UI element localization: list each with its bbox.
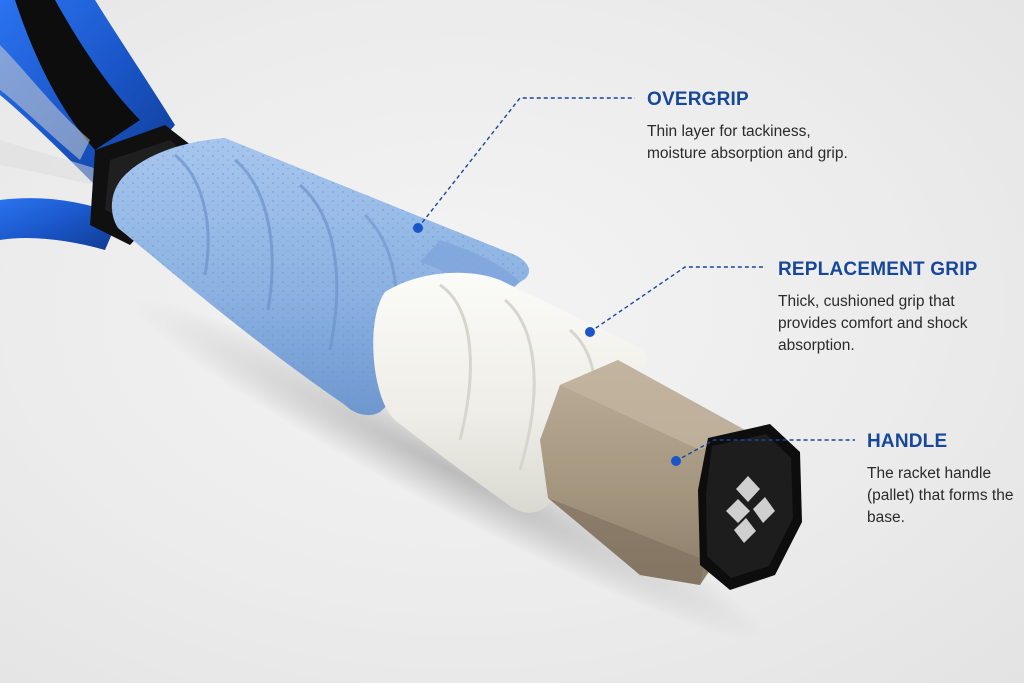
diamond-logo-icon (726, 476, 775, 543)
callout-title-overgrip: OVERGRIP (647, 89, 749, 110)
callout-handle: HANDLE The racket handle (pallet) that f… (867, 431, 1017, 529)
callout-description-replacement-grip: Thick, cushioned grip that provides comf… (778, 293, 968, 354)
callout-description-overgrip: Thin layer for tackiness, moisture absor… (647, 123, 848, 162)
leader-line-handle (671, 439, 855, 466)
leader-line-overgrip (413, 97, 635, 233)
callout-description-handle: The racket handle (pallet) that forms th… (867, 465, 1014, 526)
leader-line-replacement-grip (585, 266, 766, 337)
butt-cap (698, 424, 802, 590)
callout-title-replacement-grip: REPLACEMENT GRIP (778, 259, 978, 280)
callout-overgrip: OVERGRIP Thin layer for tackiness, moist… (647, 89, 867, 165)
callout-title-handle: HANDLE (867, 431, 948, 452)
ground-shadow (131, 297, 769, 643)
callout-replacement-grip: REPLACEMENT GRIP Thick, cushioned grip t… (778, 259, 1008, 357)
